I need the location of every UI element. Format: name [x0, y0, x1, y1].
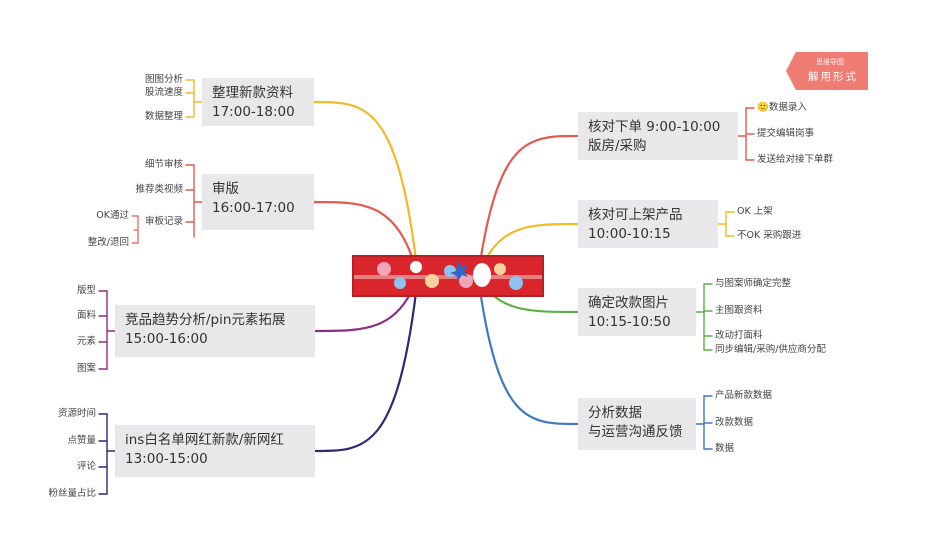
leaf-item: 🙂数据录入 [757, 102, 807, 113]
leaf-item: 改动打面料 [715, 330, 763, 341]
leaf-item: 细节审核 [144, 159, 183, 170]
branch-node-b2: 审版 16:00-17:00 [202, 174, 314, 230]
branch-node-b7: 确定改款图片 10:15-10:50 [578, 288, 696, 336]
leaf-item: 与图案师确定完整 [715, 278, 792, 289]
leaf-item: OK 上架 [737, 206, 773, 217]
leaf-item: 数据整理 [144, 111, 183, 122]
leaf-item: 元素 [76, 336, 96, 347]
leaf-item: 版型 [76, 285, 96, 296]
banner-stripe [354, 275, 542, 279]
corner-tag-label: 解用形式 [808, 71, 858, 83]
connector-line [312, 100, 420, 278]
branch-node-b6: 核对可上架产品 10:00-10:15 [578, 200, 718, 248]
leaf-item: 图案 [76, 363, 96, 374]
flower-sticker [410, 261, 422, 273]
banner-decoration-stickers [377, 261, 523, 290]
connector-line [312, 200, 420, 278]
central-topic-banner [352, 255, 544, 297]
branch-subtitle: 10:00-10:15 [588, 226, 671, 242]
branch-title: 整理新款资料 [212, 85, 293, 101]
leaf-item: 发送给对接下单群 [757, 154, 834, 165]
leaf-item: 审板记录 [144, 216, 183, 227]
corner-tag: 思维导图 解用形式 [786, 52, 868, 90]
leaf-item: 面料 [76, 310, 96, 321]
leaf-item: 点赞量 [67, 435, 96, 446]
flower-sticker [509, 276, 523, 290]
branch-title: 核对下单 9:00-10:00 [588, 119, 721, 135]
flower-sticker [394, 277, 406, 289]
leaf-item: 不OK 采购跟进 [737, 230, 802, 241]
branch-subtitle: 16:00-17:00 [212, 200, 295, 216]
flower-sticker [494, 263, 506, 275]
branch-subtitle: 15:00-16:00 [125, 331, 208, 347]
leaf-item: 同步编辑/采购/供应商分配 [715, 344, 826, 355]
leaf-item: 提交编辑岗事 [757, 128, 815, 139]
leaf-item: 评论 [76, 461, 96, 472]
leaf-item: 改款数据 [715, 417, 754, 428]
branch-title: 分析数据 [588, 405, 642, 421]
branch-title: 竞品趋势分析/pin元素拓展 [125, 312, 286, 328]
leaf-item: 数据 [715, 443, 735, 454]
branch-node-b1: 整理新款资料 17:00-18:00 [202, 78, 314, 126]
sub-leaf-item: 整改/退回 [87, 237, 129, 248]
star-sticker [450, 261, 468, 281]
connector-line [476, 274, 580, 426]
branch-subtitle: 版房/采购 [588, 138, 647, 154]
sub-leaf-item: OK通过 [96, 210, 129, 221]
flower-sticker [377, 262, 391, 276]
leaf-item: 推荐类视频 [135, 184, 183, 195]
corner-tag-small: 思维导图 [816, 58, 844, 66]
flower-sticker [444, 265, 456, 277]
leaf-item: 资源时间 [57, 408, 96, 419]
branch-subtitle: 与运营沟通反馈 [588, 424, 683, 440]
branch-subtitle: 13:00-15:00 [125, 451, 208, 467]
branch-title: 核对可上架产品 [588, 207, 683, 223]
bunny-sticker [473, 263, 491, 287]
connector-line [476, 134, 580, 278]
branch-subtitle: 10:15-10:50 [588, 314, 671, 330]
connector-line [313, 274, 420, 453]
leaf-item: 粉丝量占比 [48, 488, 96, 499]
flower-sticker [459, 274, 473, 288]
branch-title: ins白名单网红新款/新网红 [125, 432, 284, 448]
leaf-item: 图图分析 [144, 74, 183, 85]
branch-title: 确定改款图片 [588, 295, 669, 311]
branch-node-b3: 竞品趋势分析/pin元素拓展 15:00-16:00 [115, 305, 315, 357]
leaf-item: 主图跟资料 [715, 305, 763, 316]
branch-node-b5: 核对下单 9:00-10:00 版房/采购 [578, 112, 738, 160]
branch-node-b8: 分析数据与运营沟通反馈 [578, 398, 696, 450]
branch-title: 审版 [212, 181, 239, 197]
branch-subtitle: 17:00-18:00 [212, 104, 295, 120]
flower-sticker [425, 274, 439, 288]
leaf-item: 股流速度 [144, 87, 183, 98]
branch-node-b4: ins白名单网红新款/新网红 13:00-15:00 [115, 425, 315, 477]
leaf-item: 产品新款数据 [715, 390, 773, 401]
